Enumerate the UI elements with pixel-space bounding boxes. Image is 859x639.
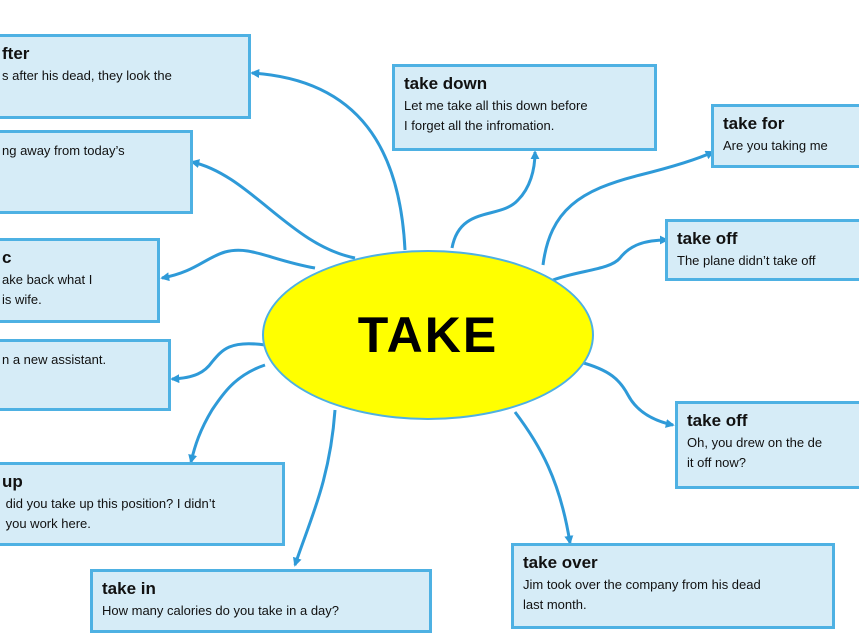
center-ellipse: TAKE [262, 250, 594, 420]
take-in-title: take in [102, 579, 156, 598]
connector-back [160, 248, 316, 282]
take-in-box: take in How many calories do you take in… [90, 569, 432, 633]
connector-up [188, 363, 266, 464]
connector-off2 [579, 360, 675, 428]
connector-for [541, 150, 715, 266]
take-on-box: n a new assistant. [0, 339, 171, 411]
connector-over [513, 411, 574, 545]
take-up-title: up [2, 472, 23, 491]
take-up-text: did you take up this position? I didn’t … [5, 496, 216, 531]
take-away-box: ng away from today’s [0, 130, 193, 214]
take-off-text-2: Oh, you drew on the de it off now? [687, 435, 823, 470]
take-back-title: c [2, 248, 12, 267]
connector-off1 [552, 235, 669, 282]
take-over-text: Jim took over the company from his dead … [523, 577, 761, 612]
take-down-box: take down Let me take all this down befo… [392, 64, 657, 151]
connector-away [190, 159, 356, 260]
take-for-box: take for Are you taking me [711, 104, 859, 168]
take-over-title: take over [523, 553, 598, 572]
take-on-text: n a new assistant. [2, 352, 107, 367]
connector-after [250, 68, 407, 251]
take-after-text: s after his dead, they look the [2, 68, 172, 83]
take-over-box: take over Jim took over the company from… [511, 543, 835, 629]
take-down-title: take down [404, 74, 488, 93]
take-away-text: ng away from today’s [2, 143, 125, 158]
take-off-text-1: The plane didn’t take off [677, 253, 816, 268]
take-up-box: up did you take up this position? I didn… [0, 462, 285, 546]
connector-down [450, 150, 540, 249]
take-off-box-1: take off The plane didn’t take off [665, 219, 859, 281]
take-for-title: take for [723, 114, 785, 133]
connector-on [170, 342, 266, 384]
take-down-text: Let me take all this down before I forge… [404, 98, 588, 133]
center-label: TAKE [357, 307, 499, 363]
take-for-text: Are you taking me [723, 138, 828, 153]
take-back-text: ake back what I is wife. [2, 272, 93, 307]
connector-in [293, 409, 337, 567]
take-after-title: fter [2, 44, 30, 63]
take-off-title-2: take off [687, 411, 748, 430]
take-after-box: fter s after his dead, they look the [0, 34, 251, 119]
take-back-box: c ake back what I is wife. [0, 238, 160, 323]
take-off-title-1: take off [677, 229, 738, 248]
take-in-text: How many calories do you take in a day? [102, 603, 340, 618]
take-off-box-2: take off Oh, you drew on the de it off n… [675, 401, 859, 489]
